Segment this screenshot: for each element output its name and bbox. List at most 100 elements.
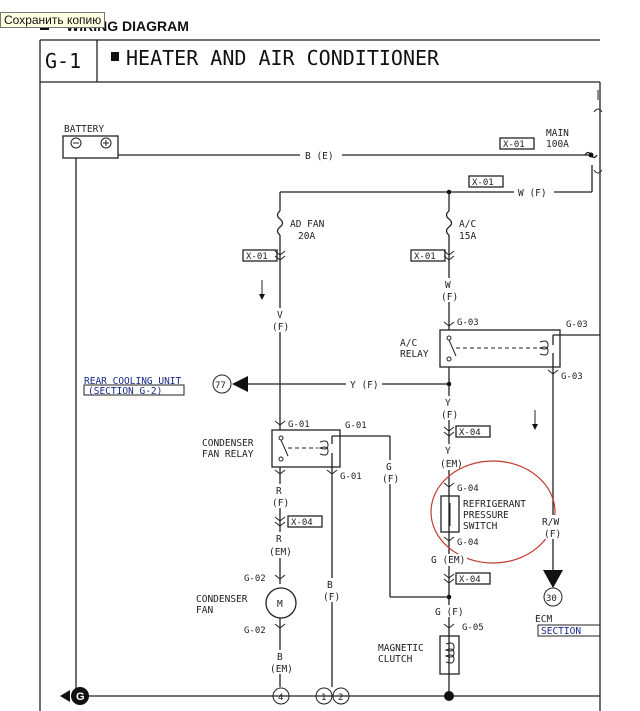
condenser-fan-label-2: FAN (196, 605, 213, 616)
connector-g01-right: G-01 (345, 421, 367, 431)
highlight-circle (430, 460, 556, 564)
connector-g01-top: G-01 (288, 420, 310, 430)
wire-label-g-f2: (F) (382, 474, 399, 485)
wire-label-r-f: (F) (272, 498, 289, 509)
connector-g03-top: G-03 (457, 318, 479, 328)
diagram-title: HEATER AND AIR CONDITIONER (126, 46, 440, 70)
wire-label-y-em: (EM) (440, 459, 463, 470)
wire-label-g-f: G (F) (435, 607, 464, 618)
section-code: G-1 (45, 49, 81, 73)
battery-label: BATTERY (64, 124, 104, 135)
connector-g04-top: G-04 (457, 484, 479, 494)
condenser-relay-label-2: FAN RELAY (202, 449, 254, 460)
magnetic-clutch-symbol (439, 635, 460, 675)
wire-label-y-f2: (F) (441, 410, 458, 421)
ecm-arrow (543, 570, 563, 588)
condenser-relay-contact (280, 439, 289, 457)
ad-fan-fuse-label: AD FAN (290, 219, 325, 230)
wire-label-v: V (277, 310, 283, 321)
connector-g02-bottom: G-02 (244, 626, 266, 636)
wire-label-r-w: R/W (542, 517, 559, 528)
ac-relay-coil (538, 340, 549, 356)
terminal-77 (212, 374, 232, 394)
wire-label-v-f: (F) (272, 322, 289, 333)
terminal-4 (272, 687, 290, 705)
condenser-relay-coil (318, 440, 329, 456)
refrigerant-switch-label-3: SWITCH (463, 521, 498, 532)
ac-relay-contact (448, 339, 457, 357)
magnetic-clutch-label-2: CLUTCH (378, 654, 413, 665)
wire-label-b: B (277, 652, 283, 663)
terminal-1 (315, 687, 333, 705)
ad-fan-fuse-rating: 20A (298, 231, 315, 242)
wire-label-w-f: W (F) (518, 188, 547, 199)
rear-cooling-arrow (232, 376, 248, 392)
terminal-30-label: 30 (546, 594, 557, 604)
battery-negative-terminal (70, 137, 82, 149)
battery-positive-terminal (100, 137, 112, 149)
ac-relay-symbol (439, 329, 561, 368)
refrigerant-switch-symbol (440, 495, 460, 533)
connector-g01-bottom: G-01 (340, 472, 362, 482)
ac-fuse-rating: 15A (459, 231, 476, 242)
connector-x04-y: X-04 (459, 428, 481, 438)
ecm-section-link[interactable]: SECTION (541, 626, 581, 637)
ac-fuse-label: A/C (459, 219, 476, 230)
wire-label-w-f2: (F) (441, 292, 458, 303)
refrigerant-switch-label-2: PRESSURE (463, 510, 509, 521)
rear-cooling-section-link[interactable]: (SECTION G-2) (88, 386, 162, 397)
terminal-1-label: 1 (321, 693, 326, 703)
connector-g02-top: G-02 (244, 574, 266, 584)
condenser-fan-label: CONDENSER (196, 594, 248, 605)
condenser-relay-label: CONDENSER (202, 438, 254, 449)
wire-label-r-w-f: (F) (544, 529, 561, 540)
ground-terminal (71, 687, 89, 705)
connector-x01-feed: X-01 (472, 178, 494, 188)
terminal-4-label: 4 (278, 693, 283, 703)
connector-x01-main: X-01 (503, 140, 525, 150)
ac-relay-label: A/C (400, 338, 417, 349)
connector-x04-r: X-04 (291, 518, 313, 528)
terminal-30 (543, 587, 563, 607)
wire-label-g-em: G (EM) (431, 555, 465, 566)
terminal-2-label: 2 (338, 693, 343, 703)
ground-terminal-label: G (76, 691, 85, 703)
title-marker (111, 52, 119, 61)
wire-label-r: R (276, 486, 282, 497)
connector-g03-right: G-03 (566, 320, 588, 330)
wire-label-g: G (386, 462, 392, 473)
refrigerant-switch-label: REFRIGERANT (463, 499, 526, 510)
wire-label-b-em: (EM) (270, 664, 293, 675)
connector-g05: G-05 (462, 623, 484, 633)
wire-label-y: Y (445, 398, 451, 409)
battery-symbol (62, 135, 119, 159)
wire-label-w: W (445, 280, 451, 291)
rear-cooling-label: REAR COOLING UNIT (84, 376, 182, 387)
terminal-2 (332, 687, 350, 705)
wire-label-r2: R (276, 534, 282, 545)
wire-label-b2: B (327, 580, 333, 591)
magnetic-clutch-label: MAGNETIC (378, 643, 424, 654)
wire-label-b-e: B (E) (305, 151, 334, 162)
svg-text:M: M (277, 599, 283, 610)
wire-label-y2: Y (445, 446, 451, 457)
main-fuse-label: MAIN (546, 128, 569, 139)
connector-g03-bottom: G-03 (561, 372, 583, 382)
condenser-relay-symbol (271, 429, 341, 468)
connector-x04-g: X-04 (459, 575, 481, 585)
ecm-label: ECM (535, 614, 552, 625)
connector-x01-ac: X-01 (414, 252, 436, 262)
terminal-77-label: 77 (215, 381, 226, 391)
connector-x01-adfan: X-01 (246, 252, 268, 262)
wire-label-r-em: (EM) (269, 547, 292, 558)
condenser-fan-motor (265, 587, 297, 619)
ac-relay-label-2: RELAY (400, 349, 429, 360)
connector-g04-bottom: G-04 (457, 538, 479, 548)
ac-fuse-symbol (445, 210, 453, 236)
main-fuse-rating: 100A (546, 139, 569, 150)
ad-fan-fuse-symbol (276, 210, 284, 236)
save-copy-tooltip[interactable]: Сохранить копию (0, 12, 106, 28)
wire-label-b-f: (F) (323, 592, 340, 603)
wire-label-y-f: Y (F) (350, 380, 379, 391)
